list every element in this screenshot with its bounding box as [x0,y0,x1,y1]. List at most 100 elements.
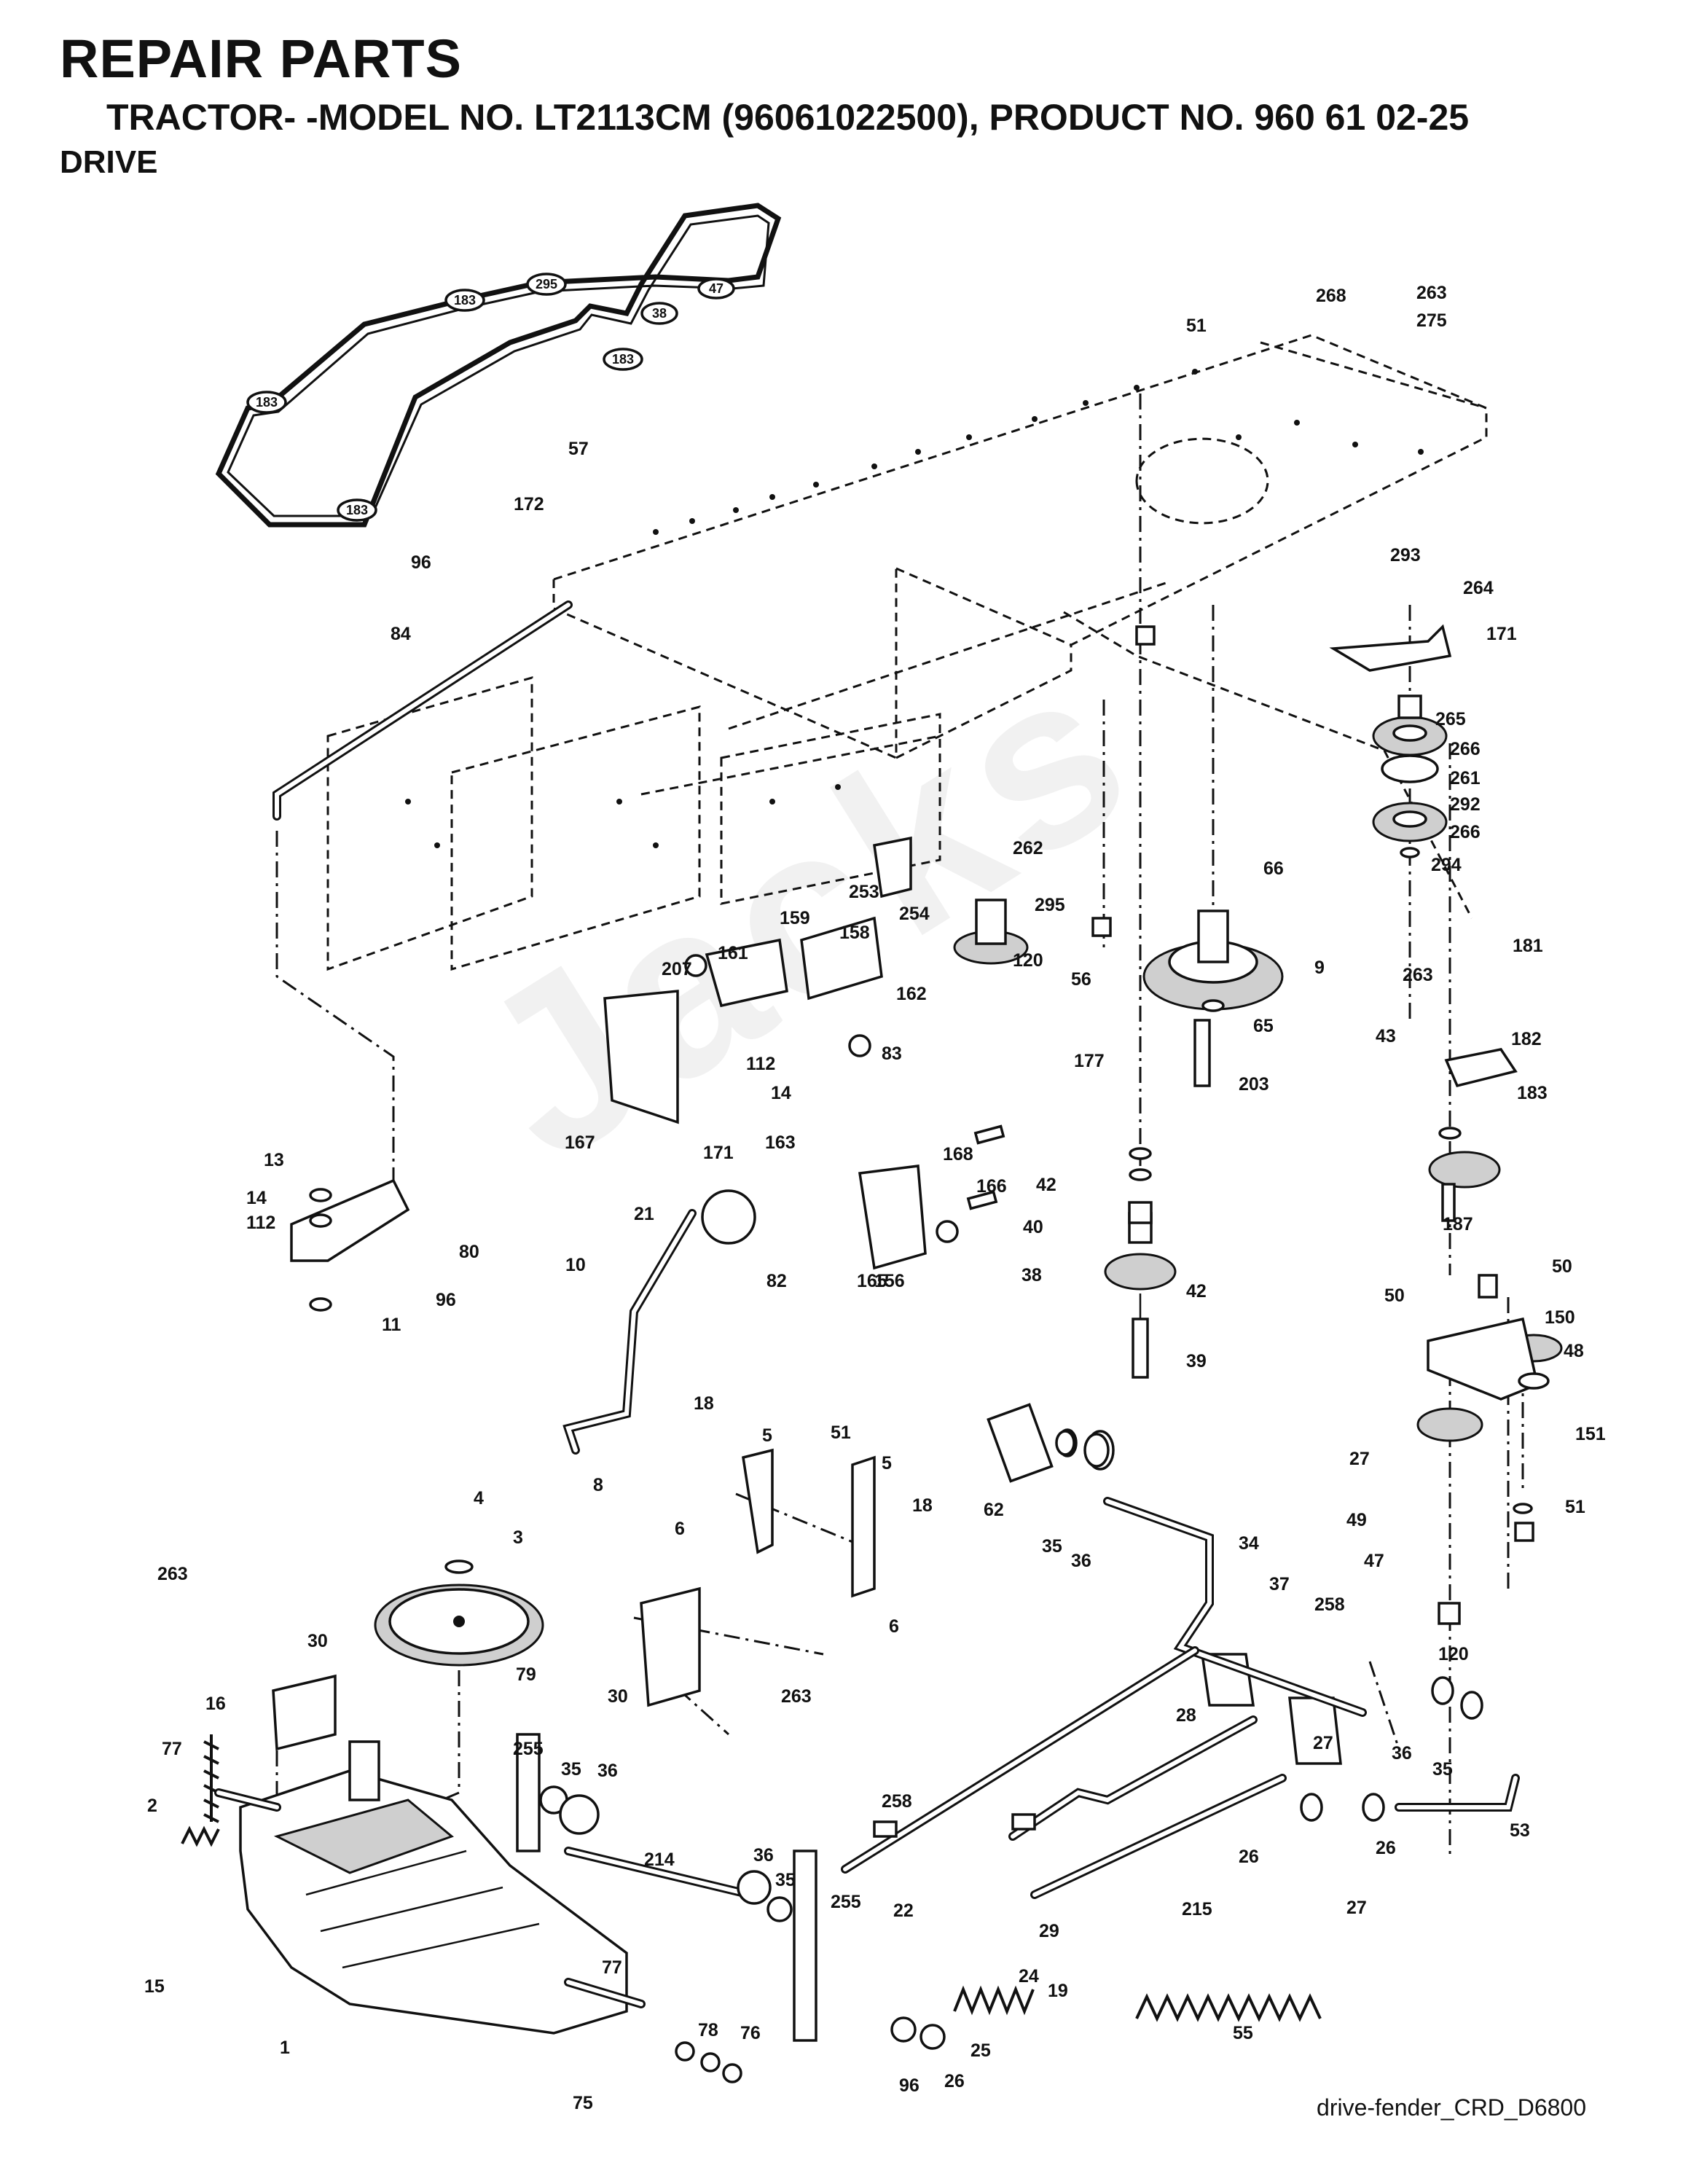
page-title: REPAIR PARTS [60,28,462,89]
part-callout-label: 36 [1392,1743,1412,1764]
part-callout-label: 261 [1450,768,1481,788]
part-callout-label: 187 [1443,1214,1473,1234]
part-callout-label: 6 [675,1519,685,1539]
transaxle [214,1740,646,2035]
part-callout-label: 57 [568,439,589,459]
part-callout-label: 11 [382,1315,401,1335]
part-callout-label: 166 [976,1176,1007,1197]
idler-pulley-stack [1329,624,1452,842]
part-callout-label: 294 [1431,855,1462,875]
pulley-marker: 47 [697,278,735,300]
part-callout-label: 171 [1486,624,1517,644]
part-callout-label: 66 [1263,858,1284,879]
belt-route-label: 38 [652,306,667,321]
part-callout-label: 80 [459,1242,479,1262]
part-callout-label: 53 [1510,1820,1530,1841]
belt-route-label: 183 [612,352,634,367]
part-callout-label: 18 [912,1495,933,1516]
part-callout-label: 14 [771,1083,791,1103]
part-callout-label: 266 [1450,822,1481,842]
part-callout-label: 19 [1048,1981,1068,2001]
part-callout-label: 51 [1565,1497,1585,1517]
part-callout-label: 254 [899,904,930,924]
frame-holes [405,369,1424,848]
part-callout-label: 79 [516,1664,536,1685]
part-callout-label: 26 [944,2071,965,2091]
part-callout-label: 253 [849,882,879,902]
part-callout-label: 255 [831,1892,861,1912]
part-callout-label: 24 [1019,1966,1039,1987]
part-callout-label: 36 [1071,1551,1091,1571]
part-callout-label: 50 [1552,1256,1572,1277]
part-callout-label: 6 [889,1616,899,1637]
part-callout-label: 120 [1013,950,1043,971]
part-callout-label: 65 [1253,1016,1274,1036]
part-callout-label: 30 [307,1631,328,1651]
part-callout-label: 275 [1416,310,1447,331]
part-callout-label: 165 [857,1271,887,1291]
part-callout-label: 207 [662,959,692,979]
part-callout-label: 214 [644,1850,675,1870]
part-callout-label: 161 [718,943,748,963]
part-callout-label: 35 [561,1759,581,1780]
drawing-reference: drive-fender_CRD_D6800 [1317,2094,1586,2121]
part-callout-label: 62 [984,1500,1004,1520]
pulley-marker: 38 [640,302,678,325]
belt-route-label: 47 [709,281,724,296]
part-callout-label: 27 [1349,1449,1370,1469]
part-callout-label: 158 [839,923,870,943]
part-callout-label: 82 [766,1271,787,1291]
belt-route-label: 183 [346,503,368,517]
pedal-lever [562,1189,756,1455]
part-callout-label: 28 [1176,1705,1196,1726]
part-callout-label: 293 [1390,545,1421,565]
part-callout-label: 55 [1233,2023,1253,2043]
pulley-marker: 183 [337,498,377,522]
part-callout-label: 265 [1435,709,1466,729]
part-callout-label: 264 [1463,578,1494,598]
part-callout-label: 1 [280,2038,290,2058]
part-callout-label: 215 [1182,1899,1212,1919]
part-callout-label: 263 [1416,283,1447,303]
part-callout-label: 203 [1239,1074,1269,1095]
part-callout-label: 18 [694,1393,714,1414]
part-callout-label: 26 [1376,1838,1396,1858]
part-callout-label: 16 [205,1694,226,1714]
part-callout-label: 150 [1545,1307,1575,1328]
part-callout-label: 50 [1384,1285,1405,1306]
part-callout-label: 35 [775,1870,796,1890]
part-callout-label: 266 [1450,739,1481,759]
part-callout-label: 183 [1517,1083,1548,1103]
part-callout-label: 8 [593,1475,603,1495]
part-callout-label: 120 [1438,1644,1469,1664]
part-callout-label: 84 [391,624,411,644]
springs [181,1734,1322,2022]
pulley-marker: 183 [444,289,485,312]
part-callout-label: 258 [882,1791,912,1812]
part-callout-label: 25 [970,2040,991,2061]
part-callout-label: 96 [899,2075,919,2096]
part-callout-label: 3 [513,1527,523,1548]
part-callout-label: 177 [1074,1051,1105,1071]
part-callout-label: 21 [634,1204,654,1224]
part-callout-label: 181 [1513,936,1543,956]
part-callout-label: 262 [1013,838,1043,858]
engine-pulley [1142,909,1284,1011]
part-callout-label: 75 [573,2093,593,2113]
part-callout-label: 48 [1564,1341,1584,1361]
part-callout-label: 77 [162,1739,182,1759]
pulley-marker: 183 [246,391,287,414]
part-callout-label: 13 [264,1150,284,1170]
part-callout-label: 27 [1346,1898,1367,1918]
part-callout-label: 38 [1022,1265,1042,1285]
part-callout-label: 5 [882,1453,892,1473]
right-idler [1416,1048,1563,1442]
belt-route-label: 183 [256,395,278,410]
part-callout-label: 156 [874,1271,905,1291]
part-callout-label: 96 [436,1290,456,1310]
part-callout-label: 30 [608,1686,628,1707]
part-callout-label: 42 [1036,1175,1056,1195]
part-callout-label: 35 [1042,1536,1062,1557]
part-callout-label: 171 [703,1143,734,1163]
